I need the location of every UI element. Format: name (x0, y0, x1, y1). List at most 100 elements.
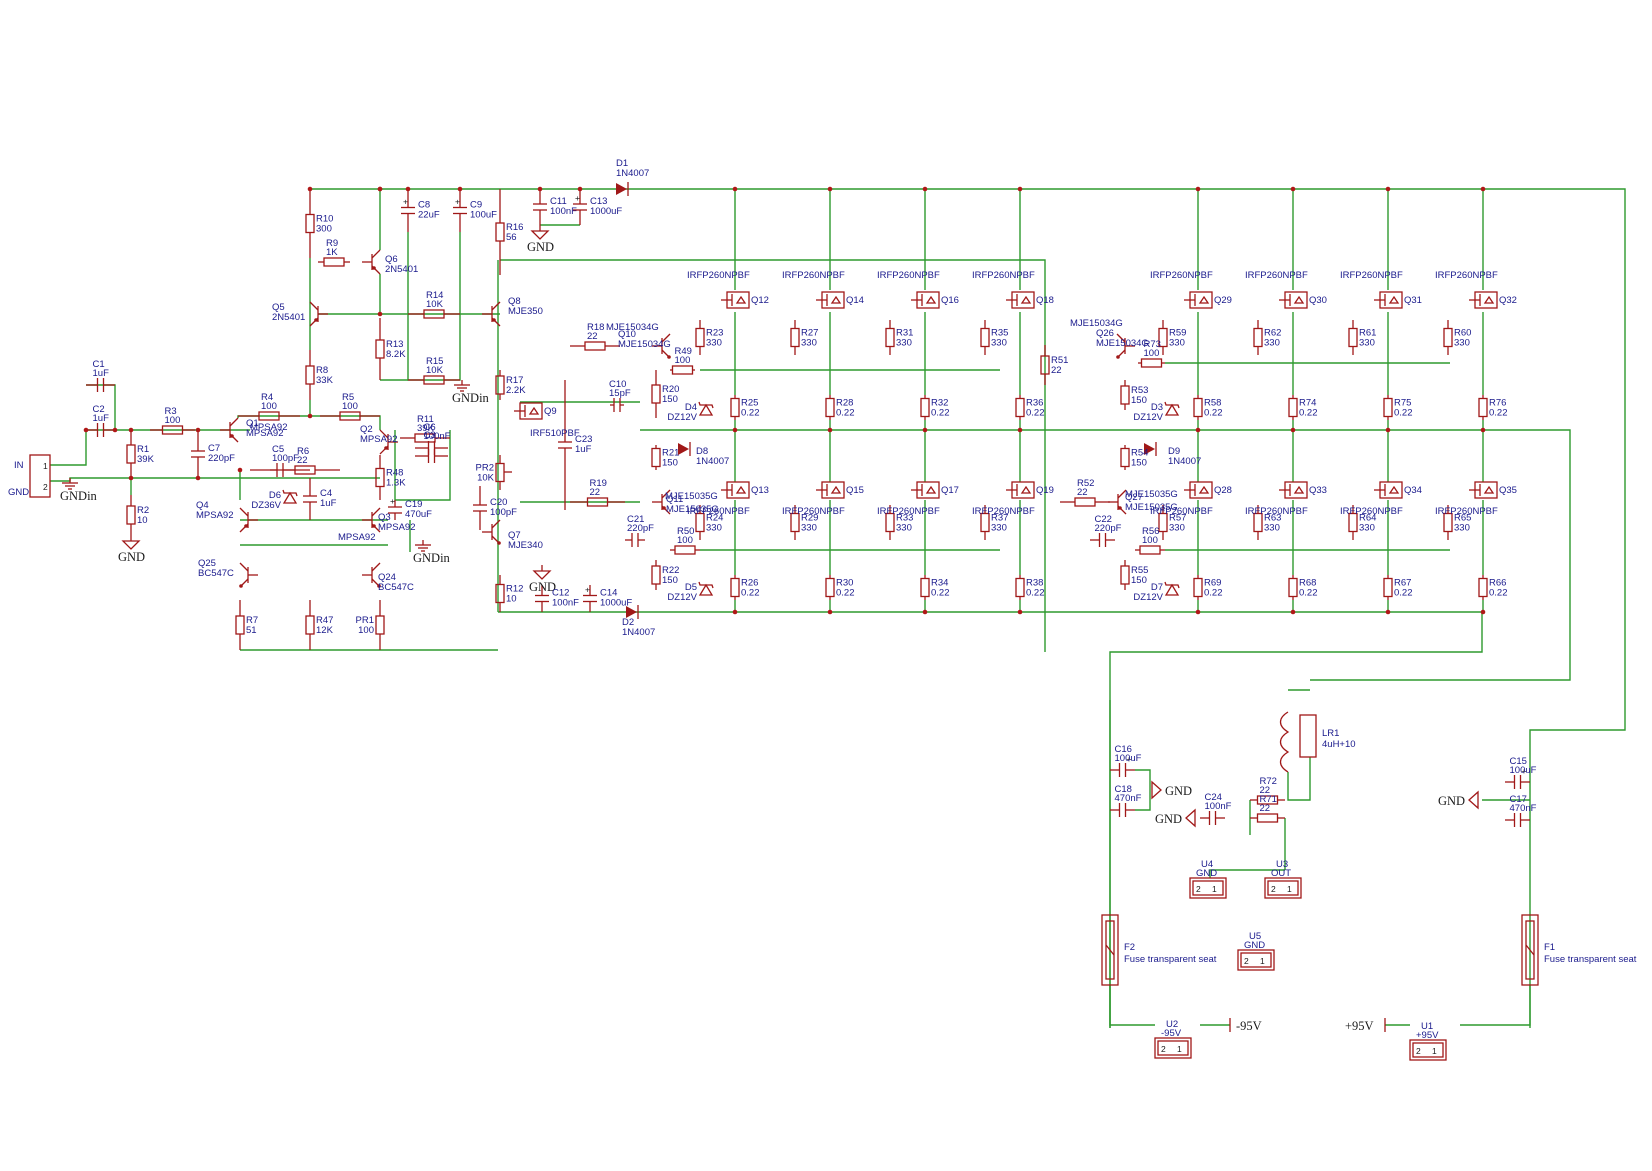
resistor (495, 583, 505, 604)
r32-value: 0.22 (931, 408, 950, 419)
mosfet-body-diode (1198, 295, 1210, 304)
r74-ref: R74 (1299, 398, 1316, 409)
r13-ref: R13 (386, 339, 403, 350)
wires (50, 188, 1626, 1028)
r64-ref: R64 (1359, 513, 1376, 524)
r28-ref: R28 (836, 398, 853, 409)
r9-value: 1K (326, 247, 338, 258)
mosfet-ref: Q9 (544, 406, 557, 417)
q2-ref: Q2 (360, 424, 373, 435)
q6-ref: Q6 (385, 254, 398, 265)
mosfet-body-diode (735, 485, 747, 494)
terminal-block (1189, 877, 1227, 899)
d8-ref: D8 (696, 446, 708, 457)
resistor (651, 384, 661, 404)
r22-ref: R22 (662, 565, 679, 576)
r9-ref: R9 (326, 238, 338, 249)
r58-ref: R58 (1204, 398, 1221, 409)
c2-ref: C2 (93, 404, 105, 415)
r19-ref: R19 (590, 478, 607, 489)
r26-ref: R26 (741, 578, 758, 589)
r56-ref: R56 (1142, 526, 1159, 537)
r47-value: 12K (316, 625, 334, 636)
d3-ref: D3 (1151, 402, 1163, 413)
mosfet-ref: Q12 (751, 295, 769, 306)
resistor (375, 339, 385, 359)
mosfet-body-diode (925, 295, 937, 304)
mosfet-part: IRFP260NPBF (1150, 506, 1213, 517)
input-connector-pin: 2 (43, 482, 48, 492)
resistor (1288, 397, 1298, 418)
resistor (1120, 385, 1130, 405)
r7-value: 51 (246, 625, 257, 636)
r22-value: 150 (662, 575, 678, 586)
r66-ref: R66 (1489, 578, 1506, 589)
r19-value: 22 (590, 487, 601, 498)
resistor (730, 577, 740, 598)
q8-ref: Q8 (508, 296, 521, 307)
r8-ref: R8 (316, 365, 328, 376)
mosfet-ref: Q15 (846, 485, 864, 496)
r57-value: 330 (1169, 523, 1185, 534)
r47-ref: R47 (316, 615, 333, 626)
transistor-collector (1117, 489, 1127, 499)
c6-value: 100nF (424, 431, 451, 442)
junction-dot (827, 186, 833, 192)
r69-ref: R69 (1204, 578, 1221, 589)
q8-value: MJE350 (508, 306, 543, 317)
c17-ref: C17 (1510, 794, 1527, 805)
q24-ref: Q24 (378, 572, 396, 583)
r1-value: 39K (137, 454, 155, 465)
junction-dot (1480, 186, 1486, 192)
c20-ref: C20 (490, 497, 507, 508)
transistor-collector (239, 507, 249, 517)
mosfet-part: IRFP260NPBF (1435, 506, 1498, 517)
ground-label: GND (1155, 812, 1182, 826)
mosfet-ref: Q17 (941, 485, 959, 496)
c12-value: 100nF (552, 598, 579, 609)
r31-ref: R31 (896, 328, 913, 339)
wire (310, 188, 1626, 1028)
r32-ref: R32 (931, 398, 948, 409)
ground-symbol (121, 540, 141, 550)
mosfet-body-diode (830, 485, 842, 494)
r7-ref: R7 (246, 615, 258, 626)
r38-ref: R38 (1026, 578, 1043, 589)
gnd-r2-label: GND (118, 550, 145, 564)
input-connector-gnd-label: GND (8, 487, 29, 498)
resistor (980, 327, 990, 348)
mosfet-body-diode (830, 295, 842, 304)
terminal-pin: 1 (1212, 884, 1217, 894)
transistor-collector (371, 249, 381, 259)
r11-value: 39K (417, 423, 435, 434)
r21-ref: R21 (662, 448, 679, 459)
resistor (730, 397, 740, 418)
junction-dot (457, 186, 463, 192)
fuse-holder (1521, 914, 1539, 986)
r4-ref: R4 (261, 392, 273, 403)
r54-ref: R54 (1131, 448, 1148, 459)
resistor (920, 577, 930, 598)
d1-value: 1N4007 (616, 168, 649, 179)
r1-ref: R1 (137, 444, 149, 455)
junction-dot (922, 427, 928, 433)
resistor (305, 213, 315, 234)
transistor-arrow (314, 318, 318, 322)
mosfet-part: IRFP260NPBF (972, 506, 1035, 517)
c24-value: 100nF (1205, 801, 1232, 812)
f2-ref: F2 (1124, 942, 1135, 953)
junction-dot (1385, 186, 1391, 192)
resistor (1193, 577, 1203, 598)
r66-value: 0.22 (1489, 588, 1508, 599)
q3-ref: Q3 (378, 512, 391, 523)
q26-part: MJE15034G (1070, 318, 1123, 329)
r62-ref: R62 (1264, 328, 1281, 339)
d1-ref: D1 (616, 158, 628, 169)
junction-dot (732, 186, 738, 192)
q27-part: MJE15035G (1125, 489, 1178, 500)
u5-ref: U5 (1249, 931, 1261, 942)
resistor (584, 341, 606, 351)
resistor (305, 615, 315, 635)
transistor-collector (229, 417, 239, 427)
junction-dot (1017, 427, 1023, 433)
